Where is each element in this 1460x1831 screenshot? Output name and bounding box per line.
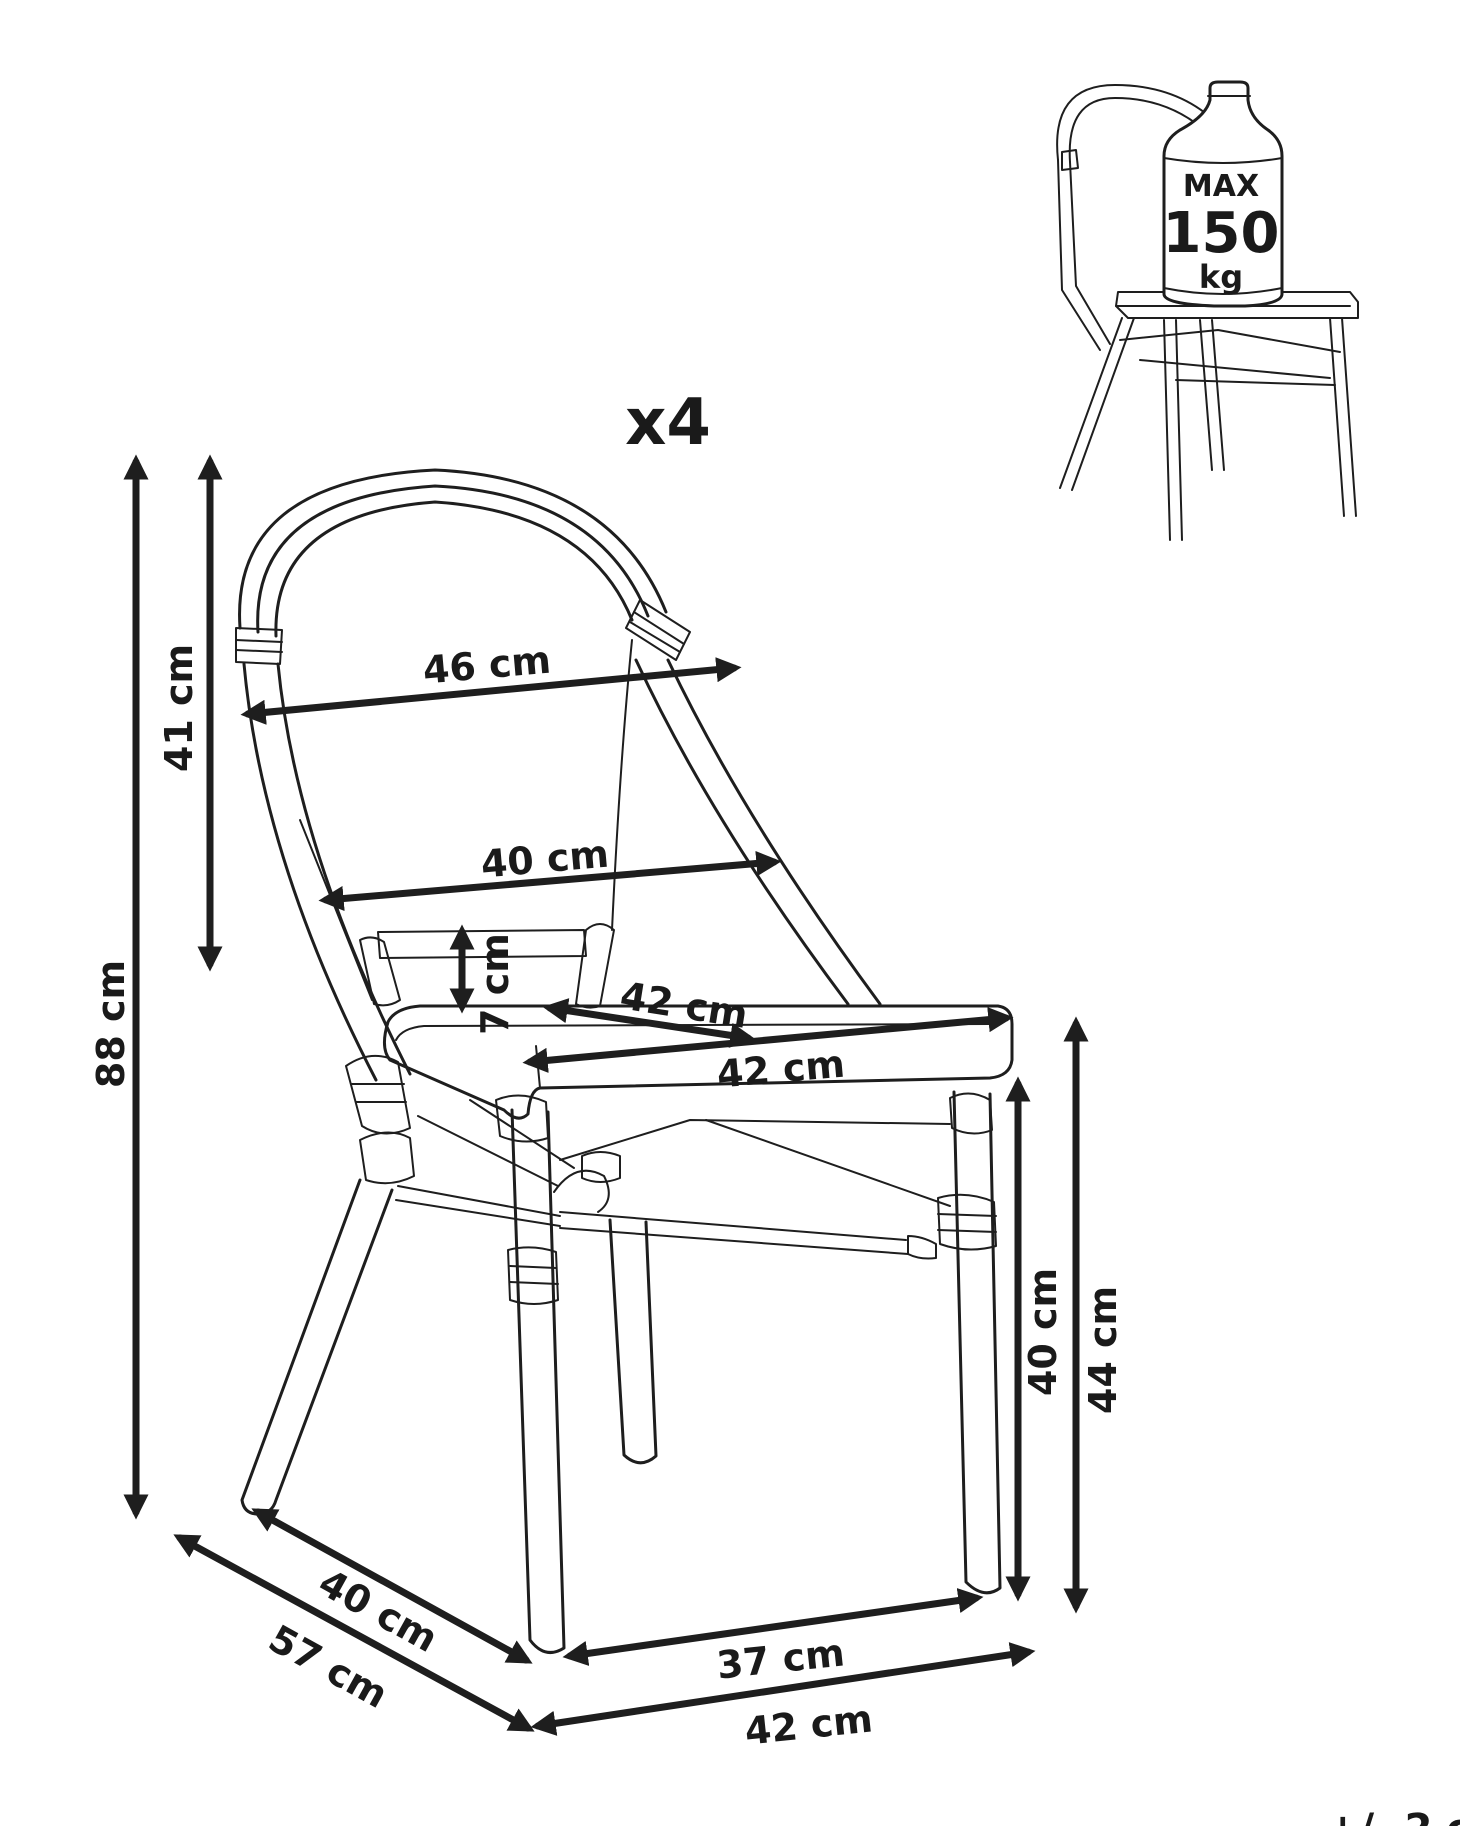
arrow-total-depth (173, 1534, 535, 1732)
max-load-line3: kg (1199, 258, 1243, 296)
tolerance-note: +/- 2 cm (1326, 1806, 1460, 1826)
small-chair-icon (1056, 84, 1359, 541)
main-chair-drawing (235, 468, 1014, 1654)
dimension-arrows (123, 454, 1089, 1736)
label-total-height: 88 cm (89, 960, 133, 1088)
label-back-height: 41 cm (157, 644, 201, 772)
label-backrest-gap: 7 cm (473, 933, 517, 1035)
max-load-line2: 150 (1163, 201, 1280, 266)
label-seat-height-total: 44 cm (1081, 1286, 1125, 1414)
label-seat-height: 40 cm (1021, 1268, 1065, 1396)
arrow-back-width-bottom (318, 850, 782, 912)
label-total-width: 42 cm (743, 1696, 875, 1753)
quantity-label: x4 (625, 386, 711, 460)
label-seat-depth: 42 cm (617, 973, 751, 1037)
weight-jug-icon: MAX 150 kg (1162, 80, 1284, 308)
arrow-total-width (530, 1642, 1036, 1736)
arrow-seat-width (522, 1007, 1014, 1073)
max-load-line1: MAX (1183, 169, 1259, 204)
arrow-back-width-top (240, 657, 742, 725)
max-load-illustration: MAX 150 kg (1056, 80, 1359, 541)
label-seat-width: 42 cm (715, 1042, 847, 1097)
